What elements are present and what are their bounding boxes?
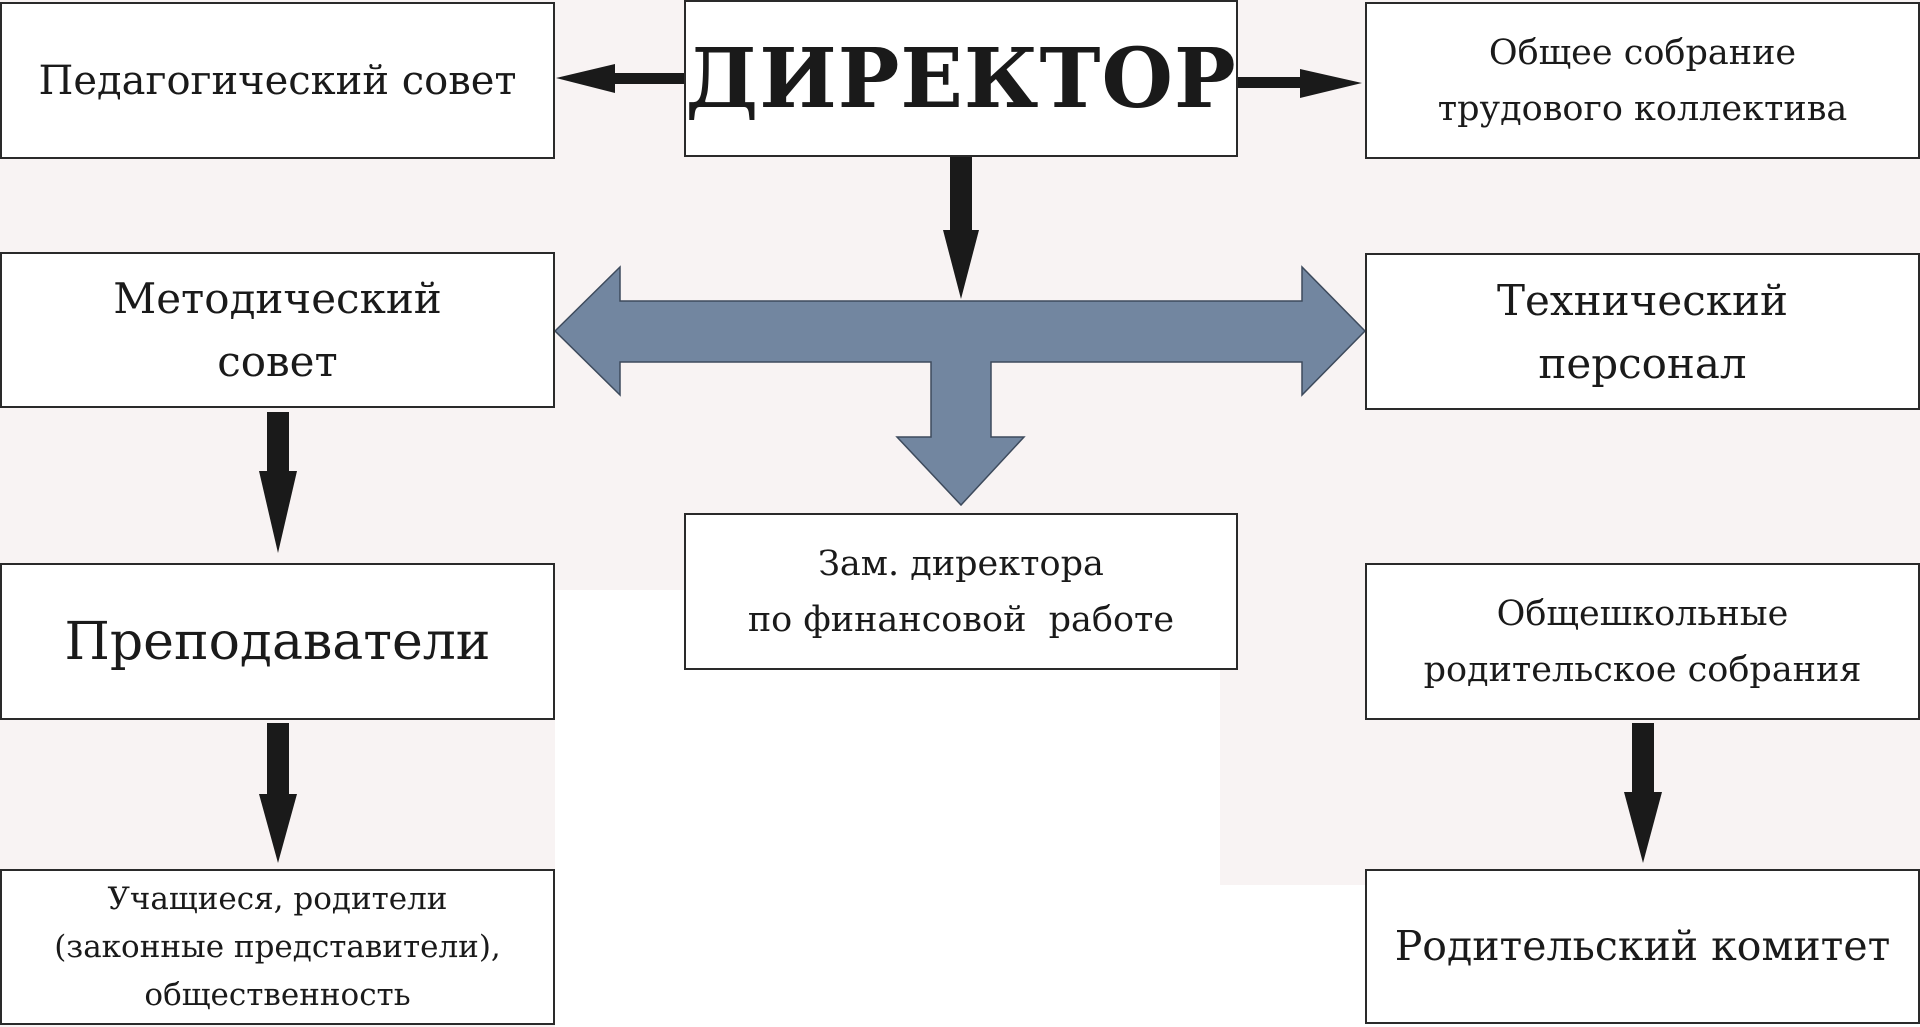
methodical-council-line-2: совет	[217, 337, 338, 386]
technical-staff-box: Технический персонал	[1365, 253, 1920, 410]
arrow-teachers-to-students	[259, 723, 297, 863]
parent-meetings-box: Общешкольные родительское собрания	[1365, 563, 1920, 720]
technical-staff-line-1: Технический	[1497, 275, 1788, 325]
parent-meetings-line-1: Общешкольные	[1496, 593, 1789, 634]
deputy-director-box: Зам. директора по финансовой работе	[684, 513, 1238, 670]
general-meeting-line-2: трудового коллектива	[1437, 88, 1848, 129]
teachers-label: Преподаватели	[64, 611, 491, 672]
arrow-parent-meetings-to-committee	[1624, 723, 1662, 863]
pedagogical-council-label: Педагогический совет	[38, 57, 517, 104]
students-parents-box: Учащиеся, родители (законные представите…	[0, 869, 555, 1025]
arrow-director-down	[943, 157, 979, 299]
students-parents-line-1: Учащиеся, родители	[107, 880, 448, 917]
deputy-director-line-2: по финансовой работе	[747, 599, 1175, 640]
general-meeting-box: Общее собрание трудового коллектива	[1365, 2, 1920, 159]
pedagogical-council-box: Педагогический совет	[0, 2, 555, 159]
arrow-director-to-general-meeting	[1238, 69, 1362, 98]
parent-committee-label: Родительский комитет	[1394, 921, 1891, 970]
arrow-methodical-to-teachers	[259, 412, 297, 553]
students-parents-line-3: общественность	[144, 977, 411, 1014]
deputy-director-line-1: Зам. директора	[818, 543, 1104, 584]
director-label: ДИРЕКТОР	[685, 30, 1237, 127]
technical-staff-line-2: персонал	[1538, 338, 1747, 388]
director-box: ДИРЕКТОР	[684, 0, 1238, 157]
general-meeting-line-1: Общее собрание	[1488, 32, 1797, 73]
parent-meetings-line-2: родительское собрания	[1423, 649, 1862, 690]
arrow-director-to-pedagogical-council	[556, 64, 684, 93]
teachers-box: Преподаватели	[0, 563, 555, 720]
distribution-arrow	[553, 265, 1367, 507]
parent-committee-box: Родительский комитет	[1365, 869, 1920, 1024]
students-parents-line-2: (законные представители),	[54, 928, 501, 965]
methodical-council-box: Методический совет	[0, 252, 555, 408]
methodical-council-line-1: Методический	[113, 274, 442, 323]
